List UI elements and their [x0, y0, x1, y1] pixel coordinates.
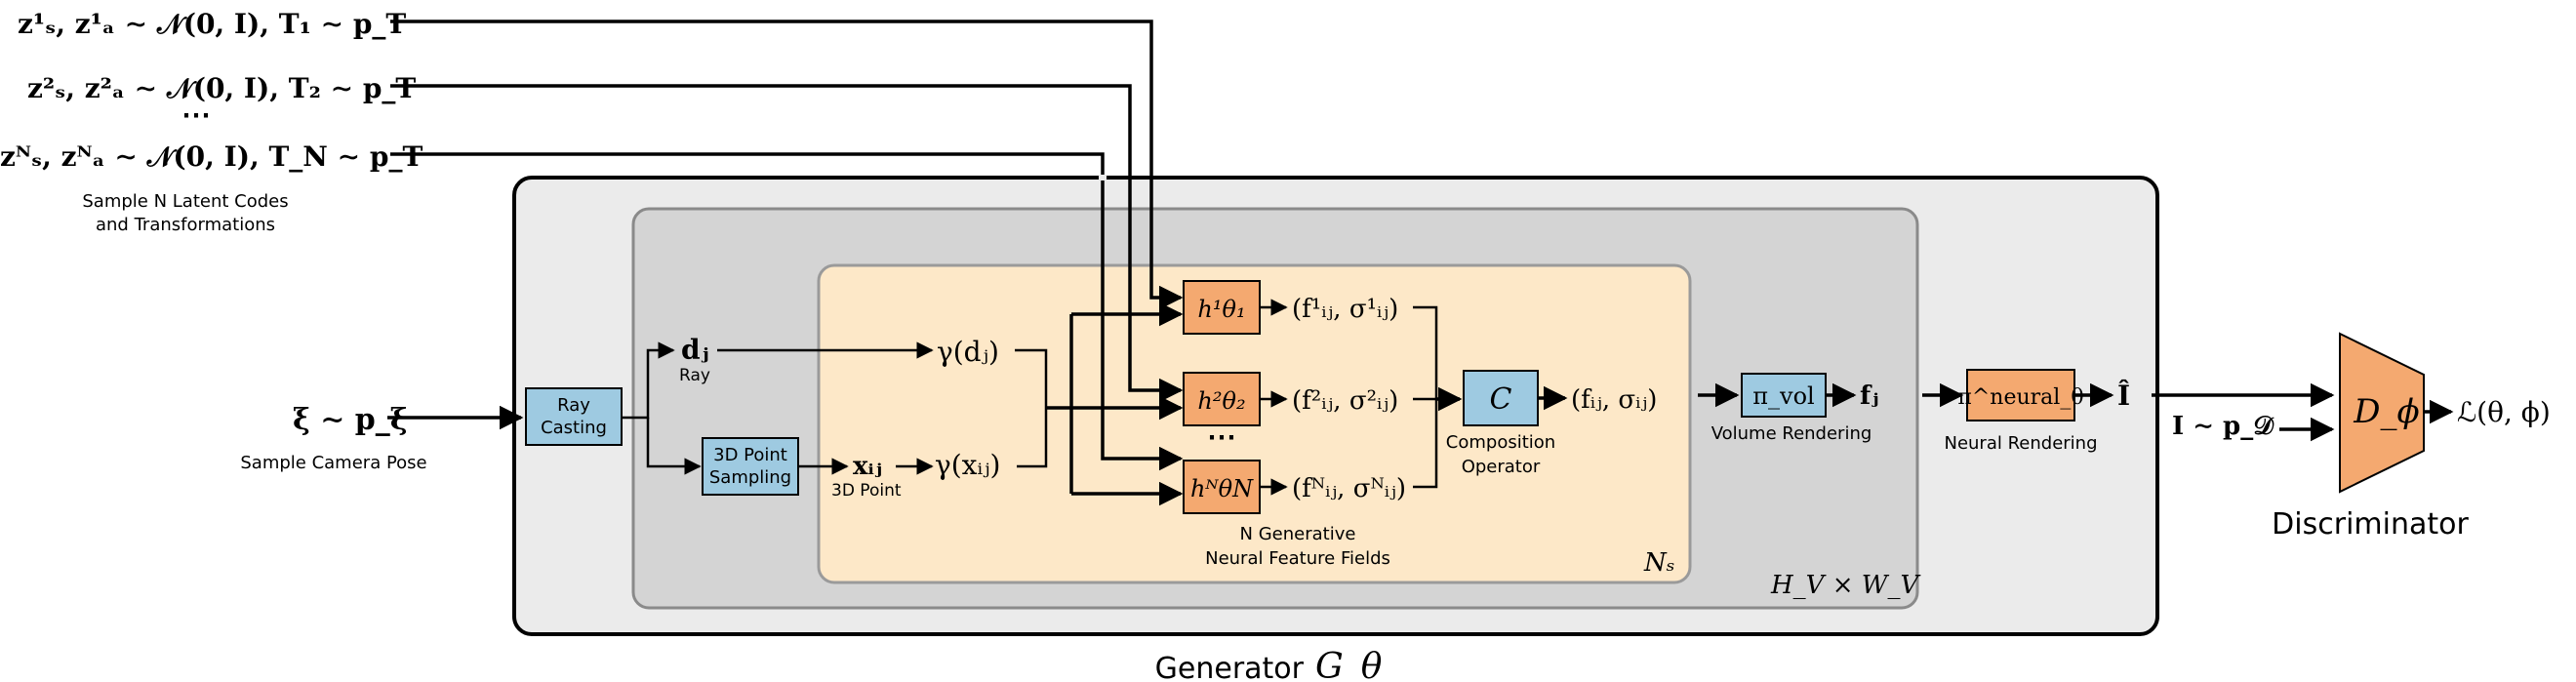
discriminator-shape	[2339, 332, 2425, 494]
neural-output: Î	[2117, 380, 2130, 412]
point-sampling-label-1: 3D Point	[713, 445, 787, 465]
neural-rendering-box	[1966, 369, 2075, 421]
camera-pose-formula: ξ ∼ p_ξ	[293, 403, 408, 437]
volume-rendering-symbol: π_vol	[1752, 382, 1814, 410]
gamma-x-merge-wire	[1017, 408, 1048, 468]
feature-field-box-1	[1183, 280, 1261, 335]
ray-casting-to-sampling-wire	[646, 418, 702, 475]
latent-wire-n	[390, 152, 1184, 471]
ray-symbol: dⱼ	[681, 334, 708, 366]
ray-casting-label-2: Casting	[541, 418, 607, 438]
real-image-label: I ∼ p_𝒟	[2172, 412, 2274, 441]
discriminator-caption: Discriminator	[2272, 507, 2469, 542]
volume-rendering-caption: Volume Rendering	[1711, 423, 1872, 444]
latent-caption-2: and Transformations	[96, 215, 275, 235]
latent-input-n: zᴺₛ, zᴺₐ ∼ 𝒩(0, I), T_N ∼ p_T	[0, 140, 423, 173]
gamma-x: γ(xᵢⱼ)	[935, 449, 1000, 481]
camera-pose-caption: Sample Camera Pose	[240, 453, 426, 473]
generator-caption: Generator	[1155, 652, 1305, 682]
fields-count: Nₛ	[1643, 548, 1675, 578]
ray-casting-label-1: Ray	[557, 395, 590, 416]
fields-caption-1: N Generative	[1240, 524, 1356, 544]
volume-rendering-box	[1741, 373, 1827, 418]
neural-rendering-caption: Neural Rendering	[1944, 433, 2097, 454]
volume-output: fⱼ	[1860, 381, 1878, 411]
generator-symbol: G_θ	[1315, 647, 1383, 682]
field-output-n: (fᴺᵢⱼ, σᴺᵢⱼ)	[1292, 474, 1406, 503]
feature-field-dots: ⋯	[1207, 421, 1236, 455]
feature-field-label-1: h¹θ₁	[1197, 296, 1245, 323]
latent-input-2: z²ₛ, z²ₐ ∼ 𝒩(0, I), T₂ ∼ p_T	[27, 72, 416, 104]
discriminator-symbol: D_ϕ	[2353, 392, 2419, 431]
ray-casting-to-ray-wire	[622, 341, 675, 420]
point-caption: 3D Point	[831, 481, 902, 501]
composition-box	[1463, 370, 1539, 426]
latent-input-1: z¹ₛ, z¹ₐ ∼ 𝒩(0, I), T₁ ∼ p_T	[18, 8, 406, 40]
neural-rendering-symbol: π^neural_θ	[1957, 385, 2083, 410]
feature-field-label-n: hᴺθN	[1190, 475, 1254, 502]
resolution-label: H_V × W_V	[1770, 571, 1920, 600]
composition-caption-1: Composition	[1446, 432, 1555, 453]
field-output-1: (f¹ᵢⱼ, σ¹ᵢⱼ)	[1292, 295, 1398, 324]
composition-caption-2: Operator	[1462, 457, 1541, 477]
gamma-d-merge-wire	[1015, 348, 1048, 408]
composition-symbol: C	[1490, 382, 1512, 417]
feature-field-label-2: h²θ₂	[1197, 387, 1245, 415]
latent-wire-1	[390, 20, 1184, 310]
latent-caption-1: Sample N Latent Codes	[82, 191, 288, 212]
point-sampling-label-2: Sampling	[709, 467, 791, 488]
gamma-d: γ(dⱼ)	[937, 336, 999, 368]
latent-input-dots: ⋯	[181, 99, 211, 133]
discriminator-output: ℒ(θ, ϕ)	[2457, 396, 2551, 428]
composition-output: (fᵢⱼ, σᵢⱼ)	[1571, 385, 1657, 415]
outputs-merge-wire	[1413, 305, 1438, 489]
field-output-2: (f²ᵢⱼ, σ²ᵢⱼ)	[1292, 386, 1398, 416]
fields-caption-2: Neural Feature Fields	[1205, 548, 1390, 569]
ray-caption: Ray	[679, 366, 710, 385]
feature-field-box-2	[1183, 372, 1261, 426]
point-symbol: xᵢⱼ	[853, 452, 882, 481]
latent-wire-2	[390, 84, 1184, 403]
